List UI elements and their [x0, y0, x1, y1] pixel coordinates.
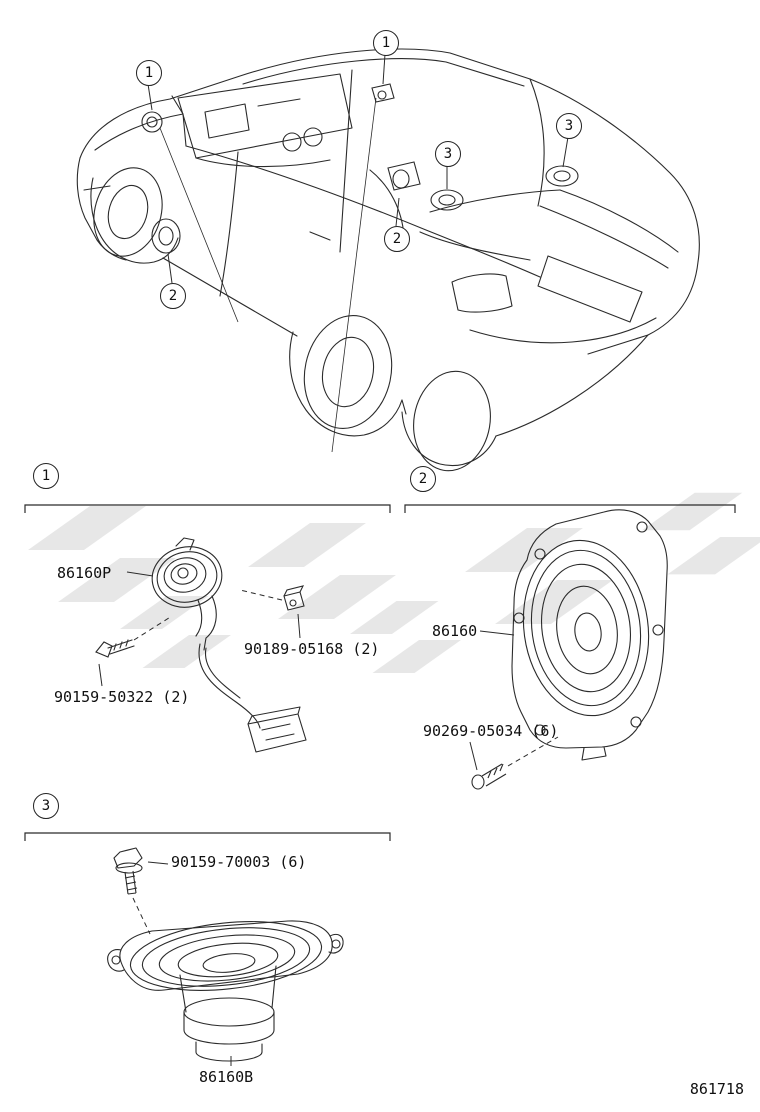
section-number: 2: [418, 471, 428, 487]
section-number: 1: [41, 468, 51, 484]
tweeter-assembly-illustration: [151, 537, 307, 753]
section-3-header-number: 3: [33, 793, 59, 819]
callout-number: 3: [443, 146, 453, 162]
callout-rear-speaker-right: 3: [556, 113, 582, 139]
part-label-harness-clip: 90189-05168 (2): [244, 640, 380, 658]
part-label-door-screw: 90269-05034 (6): [423, 722, 559, 740]
callout-number: 2: [168, 288, 178, 304]
section-2-header-number: 2: [410, 466, 436, 492]
callout-number: 1: [381, 35, 391, 51]
callout-number: 3: [564, 118, 574, 134]
part-label-rear-speaker: 86160B: [199, 1068, 254, 1086]
part-label-tweeter-bolt: 90159-50322 (2): [54, 688, 190, 706]
callout-number: 2: [392, 231, 402, 247]
tweeter-bolt-icon: [95, 639, 135, 658]
callout-dash-tweeter-right: 1: [373, 30, 399, 56]
figure-number: 861718: [689, 1080, 744, 1098]
part-label-door-speaker: 86160: [432, 622, 478, 640]
car-cutaway-illustration: [76, 48, 700, 472]
harness-clip-icon: [283, 585, 305, 611]
section-1-bracket: [24, 504, 391, 513]
section-brackets: [24, 504, 736, 841]
door-speaker-illustration: [511, 509, 668, 761]
part-label-rear-bolt: 90159-70003 (6): [171, 853, 307, 871]
callout-number: 1: [144, 65, 154, 81]
callout-door-speaker-left: 2: [160, 283, 186, 309]
car-callout-leaders: [147, 53, 569, 453]
car-speaker-markers: [141, 83, 579, 254]
rear-speaker-illustration: [107, 920, 344, 1062]
section-3-leaders: [132, 861, 232, 1066]
callout-rear-speaker-left: 3: [435, 141, 461, 167]
section-2-leaders: [469, 630, 559, 771]
part-label-tweeter-speaker: 86160P: [57, 564, 112, 582]
section-1-header-number: 1: [33, 463, 59, 489]
section-number: 3: [41, 798, 51, 814]
callout-dash-tweeter-left: 1: [136, 60, 162, 86]
section-2-bracket: [404, 504, 736, 513]
watermark: [28, 492, 760, 673]
section-3-bracket: [24, 832, 391, 841]
callout-door-speaker-right: 2: [384, 226, 410, 252]
section-1-leaders: [98, 571, 301, 687]
rear-speaker-bolt-icon: [113, 847, 143, 895]
door-speaker-screw-icon: [471, 763, 507, 790]
